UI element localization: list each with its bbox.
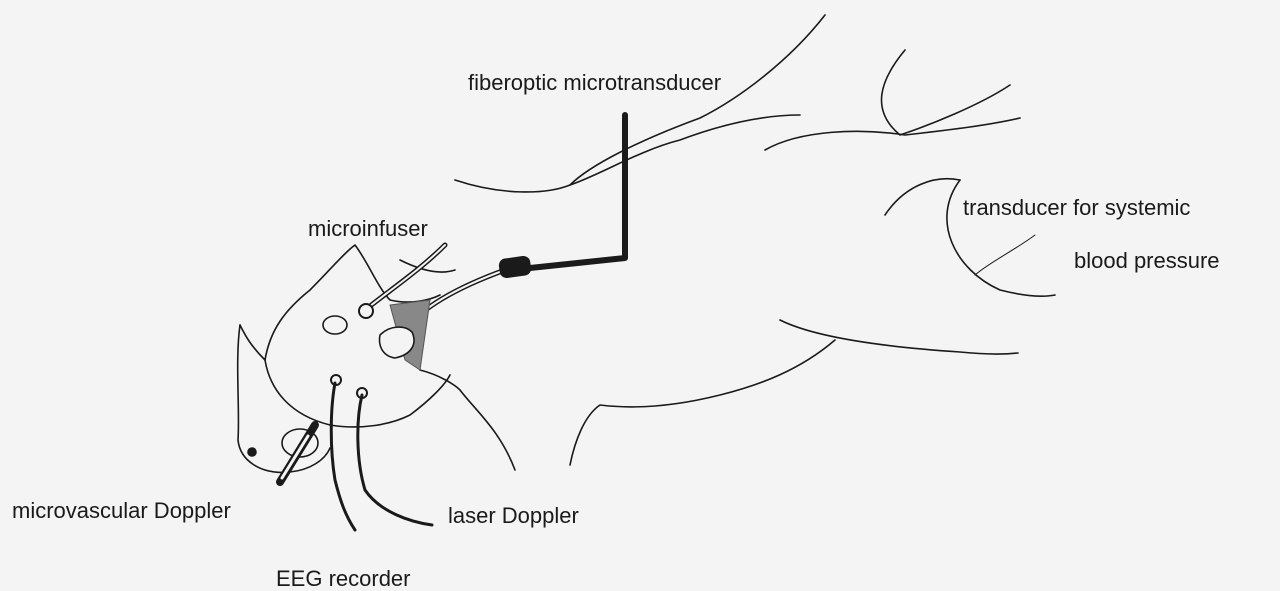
laser-doppler-label: laser Doppler — [448, 505, 579, 527]
belly-outline — [780, 320, 1018, 354]
transducer-label-line2: blood pressure — [1074, 250, 1220, 272]
eeg-recorder-label: EEG recorder — [276, 568, 411, 590]
eye-icon — [248, 448, 256, 456]
microinfuser-port — [359, 304, 373, 318]
hind-leg-contour — [885, 179, 960, 215]
fiberoptic-microtransducer-label: fiberoptic microtransducer — [468, 72, 721, 94]
laser-doppler-lead — [358, 395, 432, 525]
hind-leg-upper — [881, 50, 1010, 135]
fiberoptic-connector — [499, 256, 531, 278]
lower-belly-outline — [570, 340, 835, 465]
ear-marker — [323, 316, 347, 334]
front-leg-outline — [420, 370, 515, 470]
eeg-lead — [331, 383, 355, 530]
microvascular-doppler-label: microvascular Doppler — [12, 500, 231, 522]
hind-leg-outline — [765, 118, 1020, 150]
transducer-label-line1: transducer for systemic — [963, 197, 1190, 219]
ear-outline — [240, 325, 265, 360]
microinfuser-label: microinfuser — [308, 218, 428, 240]
body-back-outline — [455, 15, 825, 192]
tail-tube — [975, 235, 1035, 275]
